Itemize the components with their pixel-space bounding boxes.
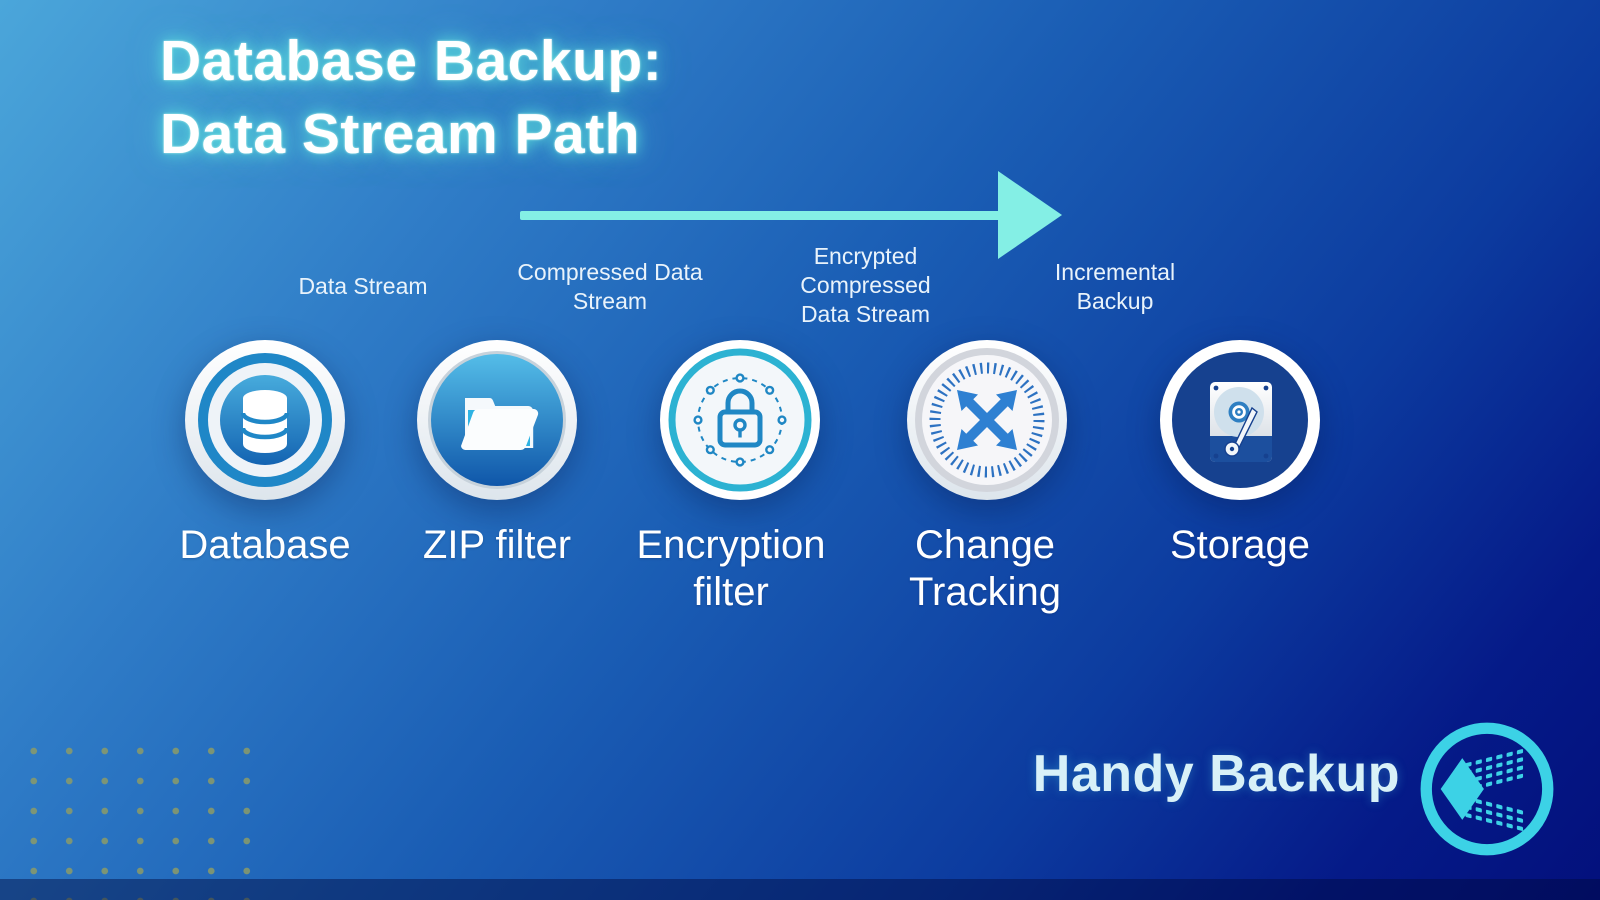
- stream-label-data-stream: Data Stream: [298, 273, 428, 299]
- stream-label-incremental: Incremental Backup: [1054, 259, 1176, 314]
- change-tracking-icon: [907, 340, 1067, 500]
- handy-backup-cube-logo-icon: [1420, 722, 1554, 856]
- node-caption-change-tracking: Change Tracking: [909, 523, 1061, 614]
- bottom-edge-strip: [0, 879, 1600, 900]
- dot-grid-pattern: [14, 734, 254, 900]
- node-caption-zip-filter: ZIP filter: [422, 523, 572, 567]
- database-icon: [185, 340, 345, 500]
- brand-name: Handy Backup: [1032, 745, 1400, 803]
- stream-label-encrypted: Encrypted Compressed Data Stream: [800, 243, 931, 327]
- title-line-1: Database Backup:: [160, 29, 663, 93]
- storage-hdd-icon: [1160, 340, 1320, 500]
- node-caption-storage: Storage: [1169, 523, 1311, 567]
- stream-label-compressed: Compressed Data Stream: [517, 259, 703, 314]
- node-caption-encryption: Encryption filter: [636, 523, 826, 614]
- encryption-lock-icon: [660, 340, 820, 500]
- zip-folder-icon: [417, 340, 577, 500]
- flow-arrow-line: [520, 211, 1002, 220]
- title-line-2: Data Stream Path: [160, 102, 641, 166]
- node-caption-database: Database: [179, 523, 351, 567]
- page-title: Database Backup: Data Stream Path: [160, 25, 662, 171]
- flow-arrow-head-icon: [998, 171, 1062, 259]
